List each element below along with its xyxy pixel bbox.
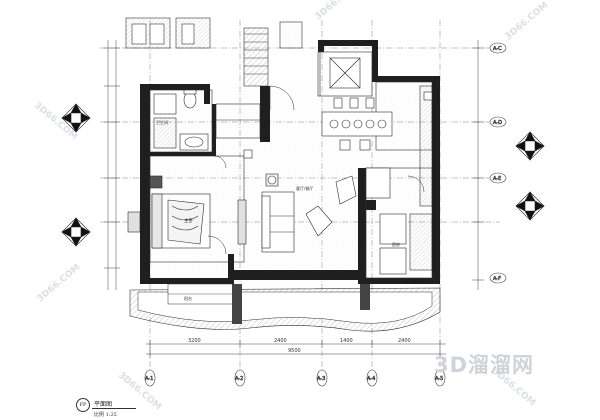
drawing-scale: 比例 1:25 xyxy=(94,412,117,418)
elevation-marker-icon xyxy=(61,103,91,133)
door-swing-icon xyxy=(207,85,425,255)
right-grid-bubbles: A-C A-D A-E A-F xyxy=(489,42,507,284)
svg-text:A-F: A-F xyxy=(493,276,501,282)
svg-text:A-C: A-C xyxy=(493,46,502,52)
watermark-text: 3D66.COM xyxy=(116,371,163,413)
elevation-marker-icon xyxy=(515,131,545,161)
grid-bubble: A-F xyxy=(489,272,507,284)
bottom-dimension-labels: 3200 2400 1400 2400 9500 xyxy=(188,338,411,354)
title-underline xyxy=(92,408,136,409)
svg-text:A-1: A-1 xyxy=(145,376,153,382)
room-label: 客厅/餐厅 xyxy=(296,185,313,191)
kitchen-counters xyxy=(329,57,433,275)
svg-text:A-5: A-5 xyxy=(435,376,443,382)
room-label: 阳台 xyxy=(184,295,192,301)
elevation-marker-icon xyxy=(61,217,91,247)
grid-bubble: A-D xyxy=(489,116,507,128)
svg-text:A-E: A-E xyxy=(493,176,501,182)
room-label: 厨房 xyxy=(392,241,400,247)
watermark-text: 3D66.COM xyxy=(504,1,551,43)
dining-table-icon xyxy=(321,97,393,151)
sofa-icon xyxy=(261,191,295,253)
dimension-label: 3200 xyxy=(188,338,201,344)
elevation-markers xyxy=(61,103,545,247)
grid-bubble: A-5 xyxy=(434,369,446,387)
sink-icon xyxy=(179,133,209,151)
bottom-grid-bubbles: A-1 A-2 A-3 A-4 A-5 xyxy=(144,369,446,387)
grid-bubble: A-2 xyxy=(234,369,246,387)
living-furniture xyxy=(243,149,357,253)
svg-text:A-4: A-4 xyxy=(367,376,375,382)
bed-icon xyxy=(151,193,211,249)
svg-text:A-3: A-3 xyxy=(317,376,325,382)
balcony xyxy=(129,283,441,332)
armchair-icon xyxy=(305,175,357,237)
room-label: 主卧 xyxy=(184,217,193,224)
bottom-dimension xyxy=(146,340,446,358)
toilet-icon xyxy=(183,89,197,109)
grid-bubble: A-1 xyxy=(144,369,156,387)
watermark-brand: 3D溜溜网 xyxy=(434,353,535,377)
left-dimension-lines xyxy=(104,40,120,290)
right-dimension-lines xyxy=(472,40,484,290)
svg-text:A-2: A-2 xyxy=(235,376,243,382)
dimension-total: 9500 xyxy=(288,348,301,354)
svg-text:A-D: A-D xyxy=(493,120,502,126)
dimension-label: 2400 xyxy=(398,338,411,344)
bathroom-fixtures xyxy=(153,89,209,151)
dimension-label: 1400 xyxy=(340,338,353,344)
watermark-text: 3D66.COM xyxy=(314,0,361,22)
room-label: 卫生间 xyxy=(156,119,168,125)
grid-bubble: A-3 xyxy=(316,369,328,387)
watermark-text: 3D66.COM xyxy=(36,263,83,305)
bedroom-furniture xyxy=(127,175,247,249)
drawing-title: 平面图 xyxy=(94,401,113,408)
room-labels: 主卧 卫生间 客厅/餐厅 厨房 阳台 xyxy=(156,119,400,301)
title-tag: FP xyxy=(76,398,90,412)
walls xyxy=(140,40,440,284)
grid-bubble: A-4 xyxy=(366,369,378,387)
grid-bubble: A-C xyxy=(489,42,507,54)
dimension-label: 2400 xyxy=(274,338,287,344)
elevation-marker-icon xyxy=(515,191,545,221)
top-context xyxy=(125,17,303,87)
grid-bubble: A-E xyxy=(489,172,507,184)
